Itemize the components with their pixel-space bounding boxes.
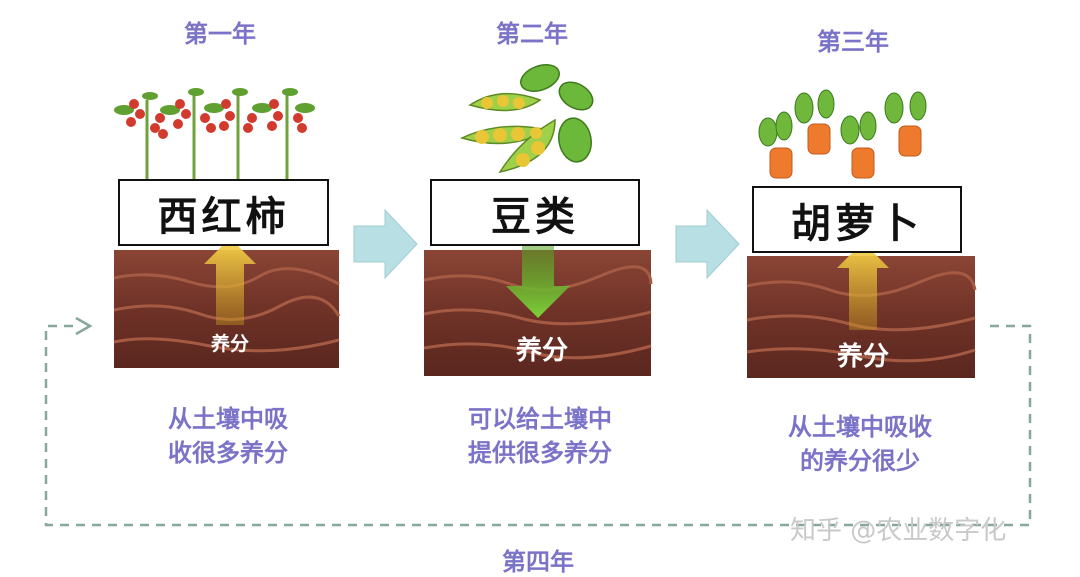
description-3-line-2: 的养分很少	[800, 447, 920, 475]
description-1: 从土壤中吸 收很多养分	[88, 402, 368, 470]
crop-label-beans: 豆类	[430, 179, 640, 246]
nutrient-label-1: 养分	[210, 333, 249, 355]
crop-label-carrot: 胡萝卜	[752, 186, 962, 253]
nutrient-label-3: 养分	[836, 342, 889, 372]
cycle-year-label: 第四年	[502, 548, 574, 576]
year-title-1: 第一年	[184, 20, 256, 48]
process-arrow-1	[353, 208, 418, 280]
description-3-line-1: 从土壤中吸收	[788, 413, 932, 441]
year-title-2: 第二年	[496, 20, 568, 48]
year-title-3: 第三年	[817, 28, 889, 56]
description-2: 可以给土壤中 提供很多养分	[400, 402, 680, 470]
process-arrow-2	[675, 208, 740, 280]
carrot-plants-icon	[758, 89, 927, 179]
crop-label-tomato: 西红柿	[118, 179, 329, 246]
soybean-icon	[459, 64, 594, 174]
description-2-line-1: 可以给土壤中	[468, 405, 612, 433]
watermark-text: 知乎 @农业数字化	[790, 516, 1007, 546]
description-3: 从土壤中吸收 的养分很少	[720, 410, 1000, 478]
nutrient-up-arrow-1	[204, 238, 256, 325]
nutrient-down-arrow-2	[506, 240, 570, 318]
description-2-line-2: 提供很多养分	[468, 439, 612, 467]
cycle-dashed-line	[44, 324, 1032, 527]
description-1-line-1: 从土壤中吸	[168, 405, 288, 433]
tomato-plants-icon	[114, 88, 315, 186]
cycle-arrowhead	[75, 316, 93, 336]
nutrient-up-arrow-3	[837, 242, 889, 330]
nutrient-label-2: 养分	[515, 336, 568, 366]
description-1-line-2: 收很多养分	[168, 439, 288, 467]
